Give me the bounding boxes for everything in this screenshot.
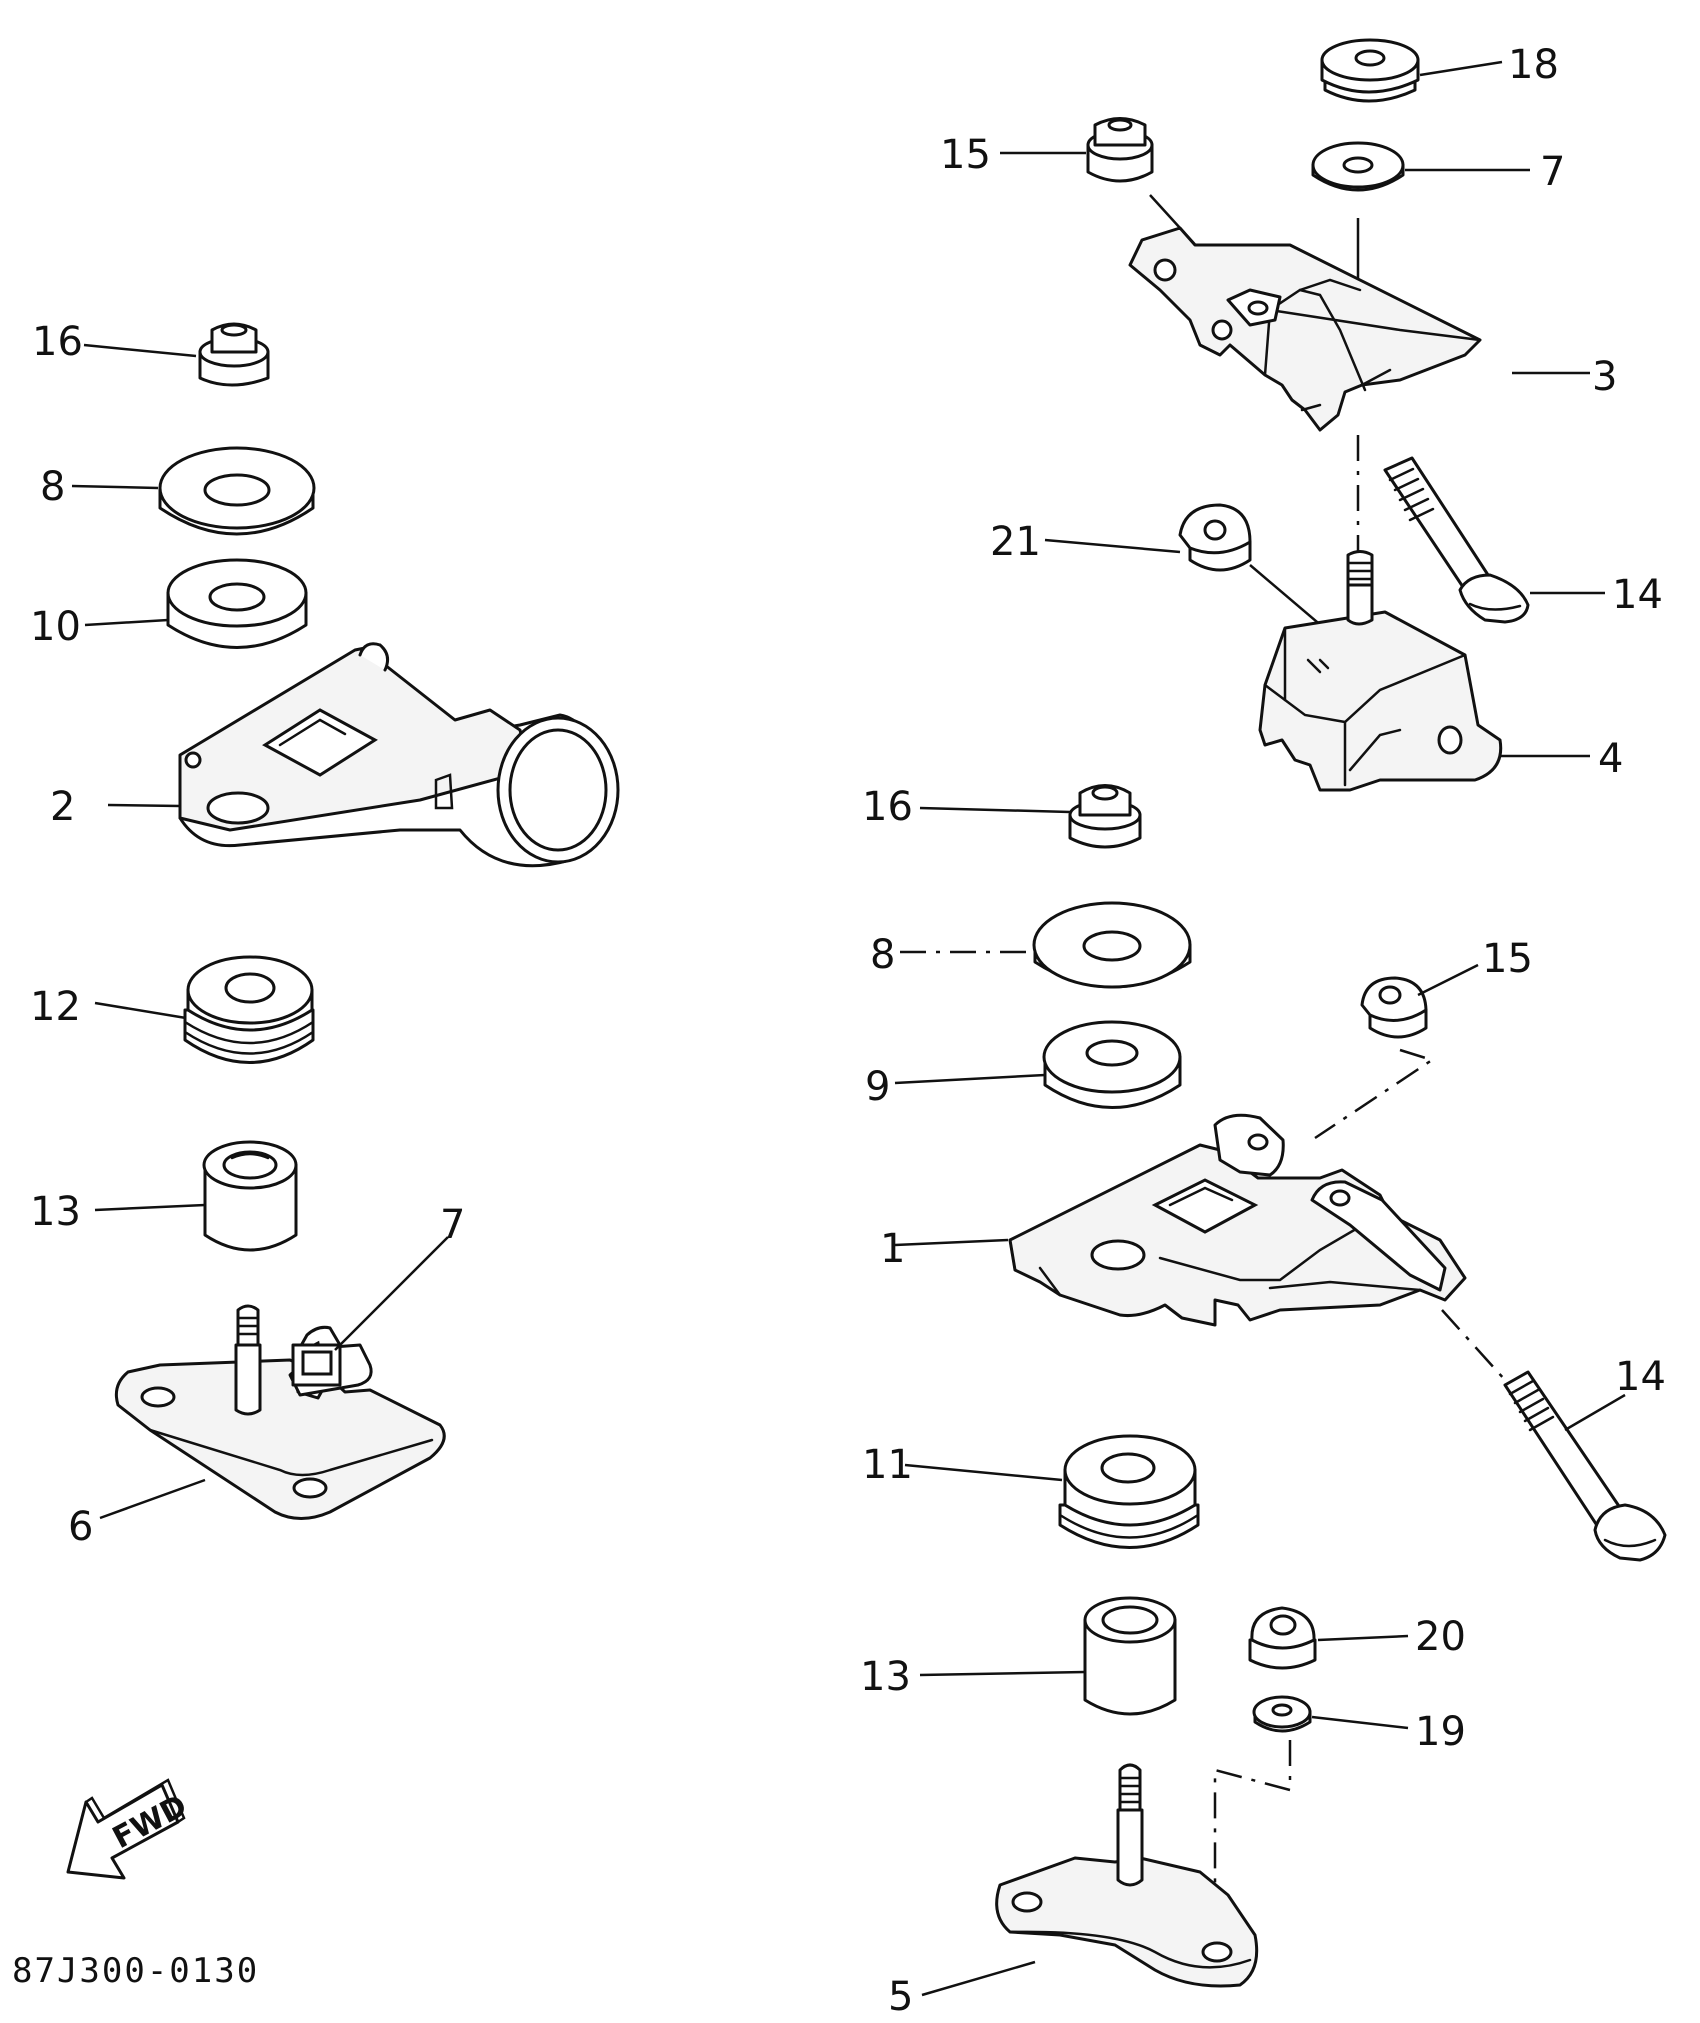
callout-14-lower: 14 bbox=[1615, 1354, 1666, 1400]
part-13-collar-left bbox=[202, 1140, 298, 1252]
callout-16-left: 16 bbox=[32, 319, 83, 365]
callout-16-right: 16 bbox=[862, 784, 913, 830]
callout-4: 4 bbox=[1598, 736, 1623, 782]
leader-19 bbox=[1311, 1715, 1409, 1730]
part-3-top-bracket bbox=[1128, 226, 1482, 432]
leader-5 bbox=[921, 1960, 1036, 1997]
leader-16-left bbox=[83, 343, 197, 358]
fwd-arrow-icon: FWD bbox=[66, 1778, 193, 1880]
part-7-washer-right bbox=[1311, 141, 1405, 192]
leader-20 bbox=[1317, 1634, 1409, 1642]
part-16-nut-right bbox=[1068, 784, 1142, 849]
part-9-spacer bbox=[1042, 1020, 1182, 1109]
part-20-nut bbox=[1248, 1606, 1317, 1670]
centerline-15-right bbox=[1314, 1048, 1435, 1140]
leader-6 bbox=[99, 1478, 206, 1520]
leader-2 bbox=[107, 803, 181, 808]
part-13-collar-right bbox=[1083, 1596, 1177, 1716]
leader-11 bbox=[904, 1463, 1063, 1482]
callout-1: 1 bbox=[880, 1226, 905, 1272]
part-8-washer-left bbox=[158, 446, 316, 536]
part-8-washer-right bbox=[1032, 901, 1192, 989]
leader-15-right bbox=[1417, 963, 1479, 997]
part-14-bolt-lower bbox=[1503, 1370, 1667, 1562]
callout-7-left: 7 bbox=[440, 1202, 465, 1248]
part-12-grommet-left bbox=[183, 955, 315, 1064]
leader-13-left bbox=[94, 1203, 206, 1212]
part-18-cap-nut bbox=[1320, 38, 1420, 103]
leader-16-right bbox=[919, 806, 1071, 814]
leader-14-lower bbox=[1564, 1393, 1626, 1432]
part-1-lower-bracket bbox=[1008, 1113, 1467, 1327]
callout-18: 18 bbox=[1508, 42, 1559, 88]
part-7-terminal-left bbox=[291, 1343, 342, 1387]
callout-8-left: 8 bbox=[40, 464, 65, 510]
part-11-grommet bbox=[1058, 1434, 1200, 1549]
leader-7-left bbox=[334, 1236, 449, 1351]
callout-9: 9 bbox=[865, 1064, 890, 1110]
callout-6: 6 bbox=[68, 1504, 93, 1550]
leader-13-right bbox=[919, 1670, 1086, 1677]
leader-12 bbox=[94, 1001, 187, 1020]
callout-12: 12 bbox=[30, 984, 81, 1030]
drawing-code: 87J300-0130 bbox=[12, 1951, 259, 1991]
part-2-bracket bbox=[178, 642, 620, 868]
callout-labels: 16 8 10 2 12 13 7 6 18 15 7 3 21 14 4 16… bbox=[30, 42, 1666, 2020]
leader-1 bbox=[894, 1238, 1009, 1247]
part-16-nut-left bbox=[198, 322, 270, 387]
centerline-1-14 bbox=[1441, 1309, 1506, 1381]
callout-15-right: 15 bbox=[1482, 936, 1533, 982]
part-5-lower-plate bbox=[995, 1763, 1259, 1988]
callout-2: 2 bbox=[50, 784, 75, 830]
callout-21: 21 bbox=[990, 519, 1041, 565]
callout-19: 19 bbox=[1415, 1709, 1466, 1755]
centerline-19-5 bbox=[1213, 1740, 1292, 1920]
callout-13-right: 13 bbox=[860, 1654, 911, 1700]
callout-10: 10 bbox=[30, 604, 81, 650]
part-6-lower-plate bbox=[114, 1304, 446, 1520]
leader-8-left bbox=[71, 484, 159, 490]
part-21-nut bbox=[1178, 503, 1252, 572]
leader-10 bbox=[84, 618, 169, 627]
leader-21 bbox=[1044, 538, 1181, 554]
callout-7-right: 7 bbox=[1540, 149, 1565, 195]
callout-5: 5 bbox=[888, 1974, 913, 2020]
callout-20: 20 bbox=[1415, 1614, 1466, 1660]
part-4-engine-mount bbox=[1258, 550, 1503, 792]
leader-9 bbox=[894, 1073, 1046, 1085]
part-19-washer bbox=[1252, 1695, 1312, 1733]
leader-18 bbox=[1419, 60, 1503, 77]
callout-3: 3 bbox=[1592, 354, 1617, 400]
part-14-bolt-top bbox=[1383, 456, 1530, 624]
part-15-nut-right bbox=[1360, 976, 1428, 1039]
callout-11: 11 bbox=[862, 1442, 913, 1488]
callout-8-right: 8 bbox=[870, 932, 895, 978]
callout-15-top: 15 bbox=[940, 132, 991, 178]
callout-13-left: 13 bbox=[30, 1189, 81, 1235]
callout-14-top: 14 bbox=[1612, 572, 1663, 618]
part-10-spacer-left bbox=[166, 558, 308, 649]
part-15-nut-top bbox=[1086, 117, 1154, 183]
